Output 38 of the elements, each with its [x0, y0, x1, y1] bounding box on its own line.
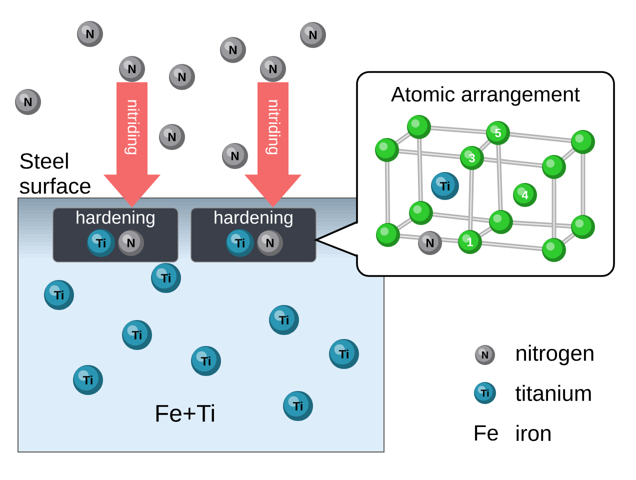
- nitrogen-atom: N: [257, 230, 283, 256]
- node-label: Atomic arrangement: [391, 86, 580, 106]
- nitrogen-atom: N: [77, 21, 103, 47]
- legend-label: iron: [516, 424, 550, 442]
- heading: Steel surface: [20, 152, 90, 194]
- titanium-atom: Ti: [87, 229, 115, 257]
- block-label: Fe+Ti: [156, 404, 214, 422]
- nitrogen-atom: N: [475, 345, 495, 365]
- nitrogen-atom: N: [15, 89, 41, 115]
- titanium-atom: Ti: [269, 305, 299, 335]
- lattice-atom: 4: [513, 183, 537, 207]
- titanium-atom: Ti: [431, 172, 459, 200]
- nitrogen-atom: N: [220, 37, 246, 63]
- edge-label: nitriding: [266, 100, 280, 154]
- lattice-atom: 5: [486, 121, 510, 145]
- nitrogen-atom: N: [260, 56, 286, 82]
- nitrogen-atom: N: [222, 143, 248, 169]
- nitrogen-atom: N: [159, 124, 185, 150]
- titanium-atom: Ti: [283, 391, 313, 421]
- titanium-atom: Ti: [73, 365, 103, 395]
- titanium-atom: Ti: [191, 346, 221, 376]
- legend-label: nitrogen: [516, 344, 594, 366]
- lattice-atom: 1: [458, 230, 482, 254]
- titanium-atom: Ti: [151, 263, 181, 293]
- legend-label: titanium: [516, 384, 591, 402]
- titanium-atom: Ti: [226, 229, 254, 257]
- titanium-atom: Ti: [474, 382, 496, 404]
- titanium-atom: Ti: [122, 320, 152, 350]
- titanium-atom: Ti: [44, 280, 74, 310]
- nitrogen-atom: N: [119, 56, 145, 82]
- lattice-atom: 3: [460, 146, 484, 170]
- nitrogen-atom: N: [169, 64, 195, 90]
- legend-symbol: Fe: [475, 425, 498, 441]
- titanium-atom: Ti: [329, 339, 359, 369]
- edge-label: nitriding: [124, 100, 140, 154]
- nitrogen-atom: N: [418, 231, 442, 255]
- nitrogen-atom: N: [118, 230, 144, 256]
- nitrogen-atom: N: [300, 22, 326, 48]
